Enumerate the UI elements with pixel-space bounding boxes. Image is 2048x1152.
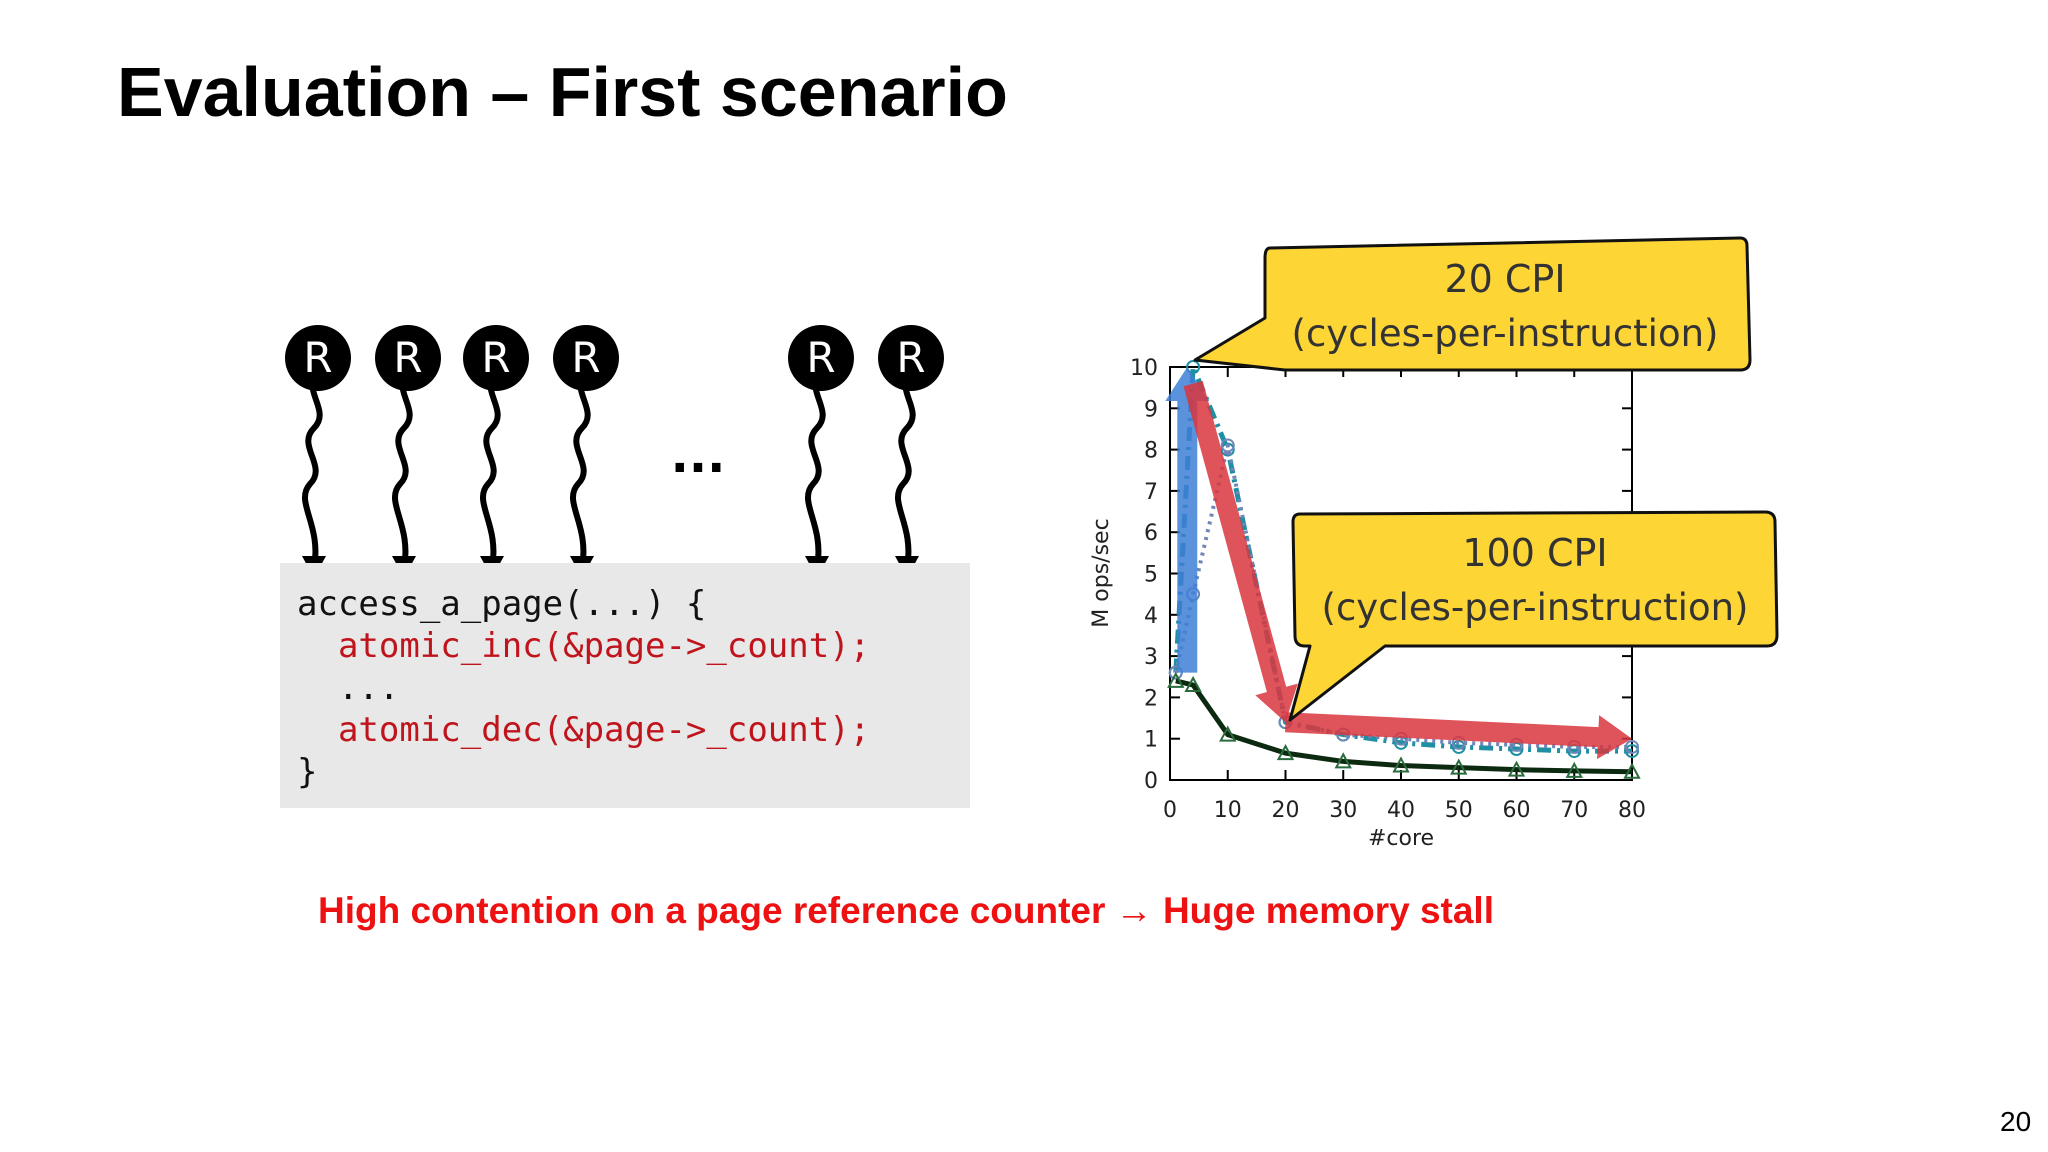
slide-number: 20: [2000, 1106, 2032, 1137]
y-axis-label: M ops/sec: [1089, 518, 1114, 627]
reader-6: R: [878, 325, 944, 578]
data-point: [1392, 756, 1410, 773]
x-tick-label: 50: [1445, 798, 1473, 823]
y-tick-label: 10: [1130, 356, 1158, 381]
reader-3: R: [463, 325, 529, 578]
ellipsis: ...: [671, 428, 726, 484]
slide-title: Evaluation – First scenario: [117, 53, 1008, 131]
data-point: [1219, 725, 1237, 742]
x-tick-label: 40: [1387, 798, 1415, 823]
data-point: [1625, 739, 1639, 754]
code-block: access_a_page(...) { atomic_inc(&page->_…: [280, 563, 970, 808]
readers-diagram: R R R R ... R R: [285, 325, 944, 578]
series-line: [1173, 364, 1632, 754]
red-highlight-arrow: [1183, 380, 1298, 723]
x-axis-label: #core: [1368, 826, 1434, 851]
reader-label: R: [481, 333, 510, 382]
x-tick-label: 60: [1503, 798, 1531, 823]
y-tick-label: 7: [1144, 480, 1158, 505]
y-tick-label: 4: [1144, 604, 1158, 629]
y-tick-label: 9: [1144, 397, 1158, 422]
data-point: [1623, 762, 1641, 779]
code-line-atomic-inc: atomic_inc(&page->_count);: [297, 626, 871, 666]
callout-bottom-cpi: 100 CPI: [1462, 531, 1607, 575]
code-line-signature: access_a_page(...) {: [297, 584, 707, 624]
reader-2: R: [375, 325, 441, 578]
reader-label: R: [806, 333, 835, 382]
code-line-close-brace: }: [297, 752, 318, 792]
x-tick-label: 70: [1560, 798, 1588, 823]
y-tick-label: 8: [1144, 439, 1158, 464]
reader-label: R: [571, 333, 600, 382]
y-tick-label: 5: [1144, 563, 1158, 588]
callout-top-cpi: 20 CPI: [1444, 257, 1565, 301]
data-point: [1167, 671, 1185, 688]
x-tick-label: 20: [1272, 798, 1300, 823]
tick-labels: 0 10 20 30 40 50 60 70 80 0 1 2 3 4 5 6 7 8 9 10: [1130, 356, 1646, 823]
y-tick-label: 6: [1144, 521, 1158, 546]
series-line: [1175, 678, 1633, 775]
data-point: [1334, 752, 1352, 769]
callout-bottom: 100 CPI (cycles-per-instruction): [1288, 510, 1779, 722]
reader-1: R: [285, 325, 351, 578]
y-tick-label: 0: [1144, 769, 1158, 794]
x-tick-label: 10: [1214, 798, 1242, 823]
data-point: [1450, 758, 1468, 775]
data-point: [1565, 761, 1583, 778]
x-tick-label: 0: [1163, 798, 1177, 823]
callout-top: 20 CPI (cycles-per-instruction): [1193, 236, 1752, 372]
reader-4: R: [553, 325, 619, 578]
reader-label: R: [393, 333, 422, 382]
x-tick-label: 80: [1618, 798, 1646, 823]
x-tick-label: 30: [1329, 798, 1357, 823]
callout-top-description: (cycles-per-instruction): [1292, 312, 1719, 355]
callout-bottom-description: (cycles-per-instruction): [1322, 586, 1749, 629]
data-point: [1625, 744, 1639, 759]
reader-5: R: [788, 325, 854, 578]
y-tick-label: 2: [1144, 686, 1158, 711]
data-point: [1168, 665, 1183, 680]
series-line: [1173, 443, 1632, 749]
code-line-atomic-dec: atomic_dec(&page->_count);: [297, 710, 871, 750]
data-point: [1184, 675, 1202, 693]
y-tick-label: 1: [1144, 728, 1158, 753]
data-point: [1276, 744, 1295, 761]
data-point: [1220, 438, 1235, 453]
data-point: [1186, 360, 1201, 374]
highlight-arrows: [1165, 367, 1632, 760]
code-line-ellipsis: ...: [297, 668, 400, 708]
red-highlight-arrow: [1285, 712, 1632, 760]
reader-label: R: [303, 333, 332, 382]
blue-highlight-arrow: [1165, 367, 1210, 673]
data-point: [1507, 760, 1526, 777]
reader-label: R: [896, 333, 925, 382]
slide-caption: High contention on a page reference coun…: [318, 890, 1494, 931]
y-tick-label: 3: [1144, 645, 1158, 670]
